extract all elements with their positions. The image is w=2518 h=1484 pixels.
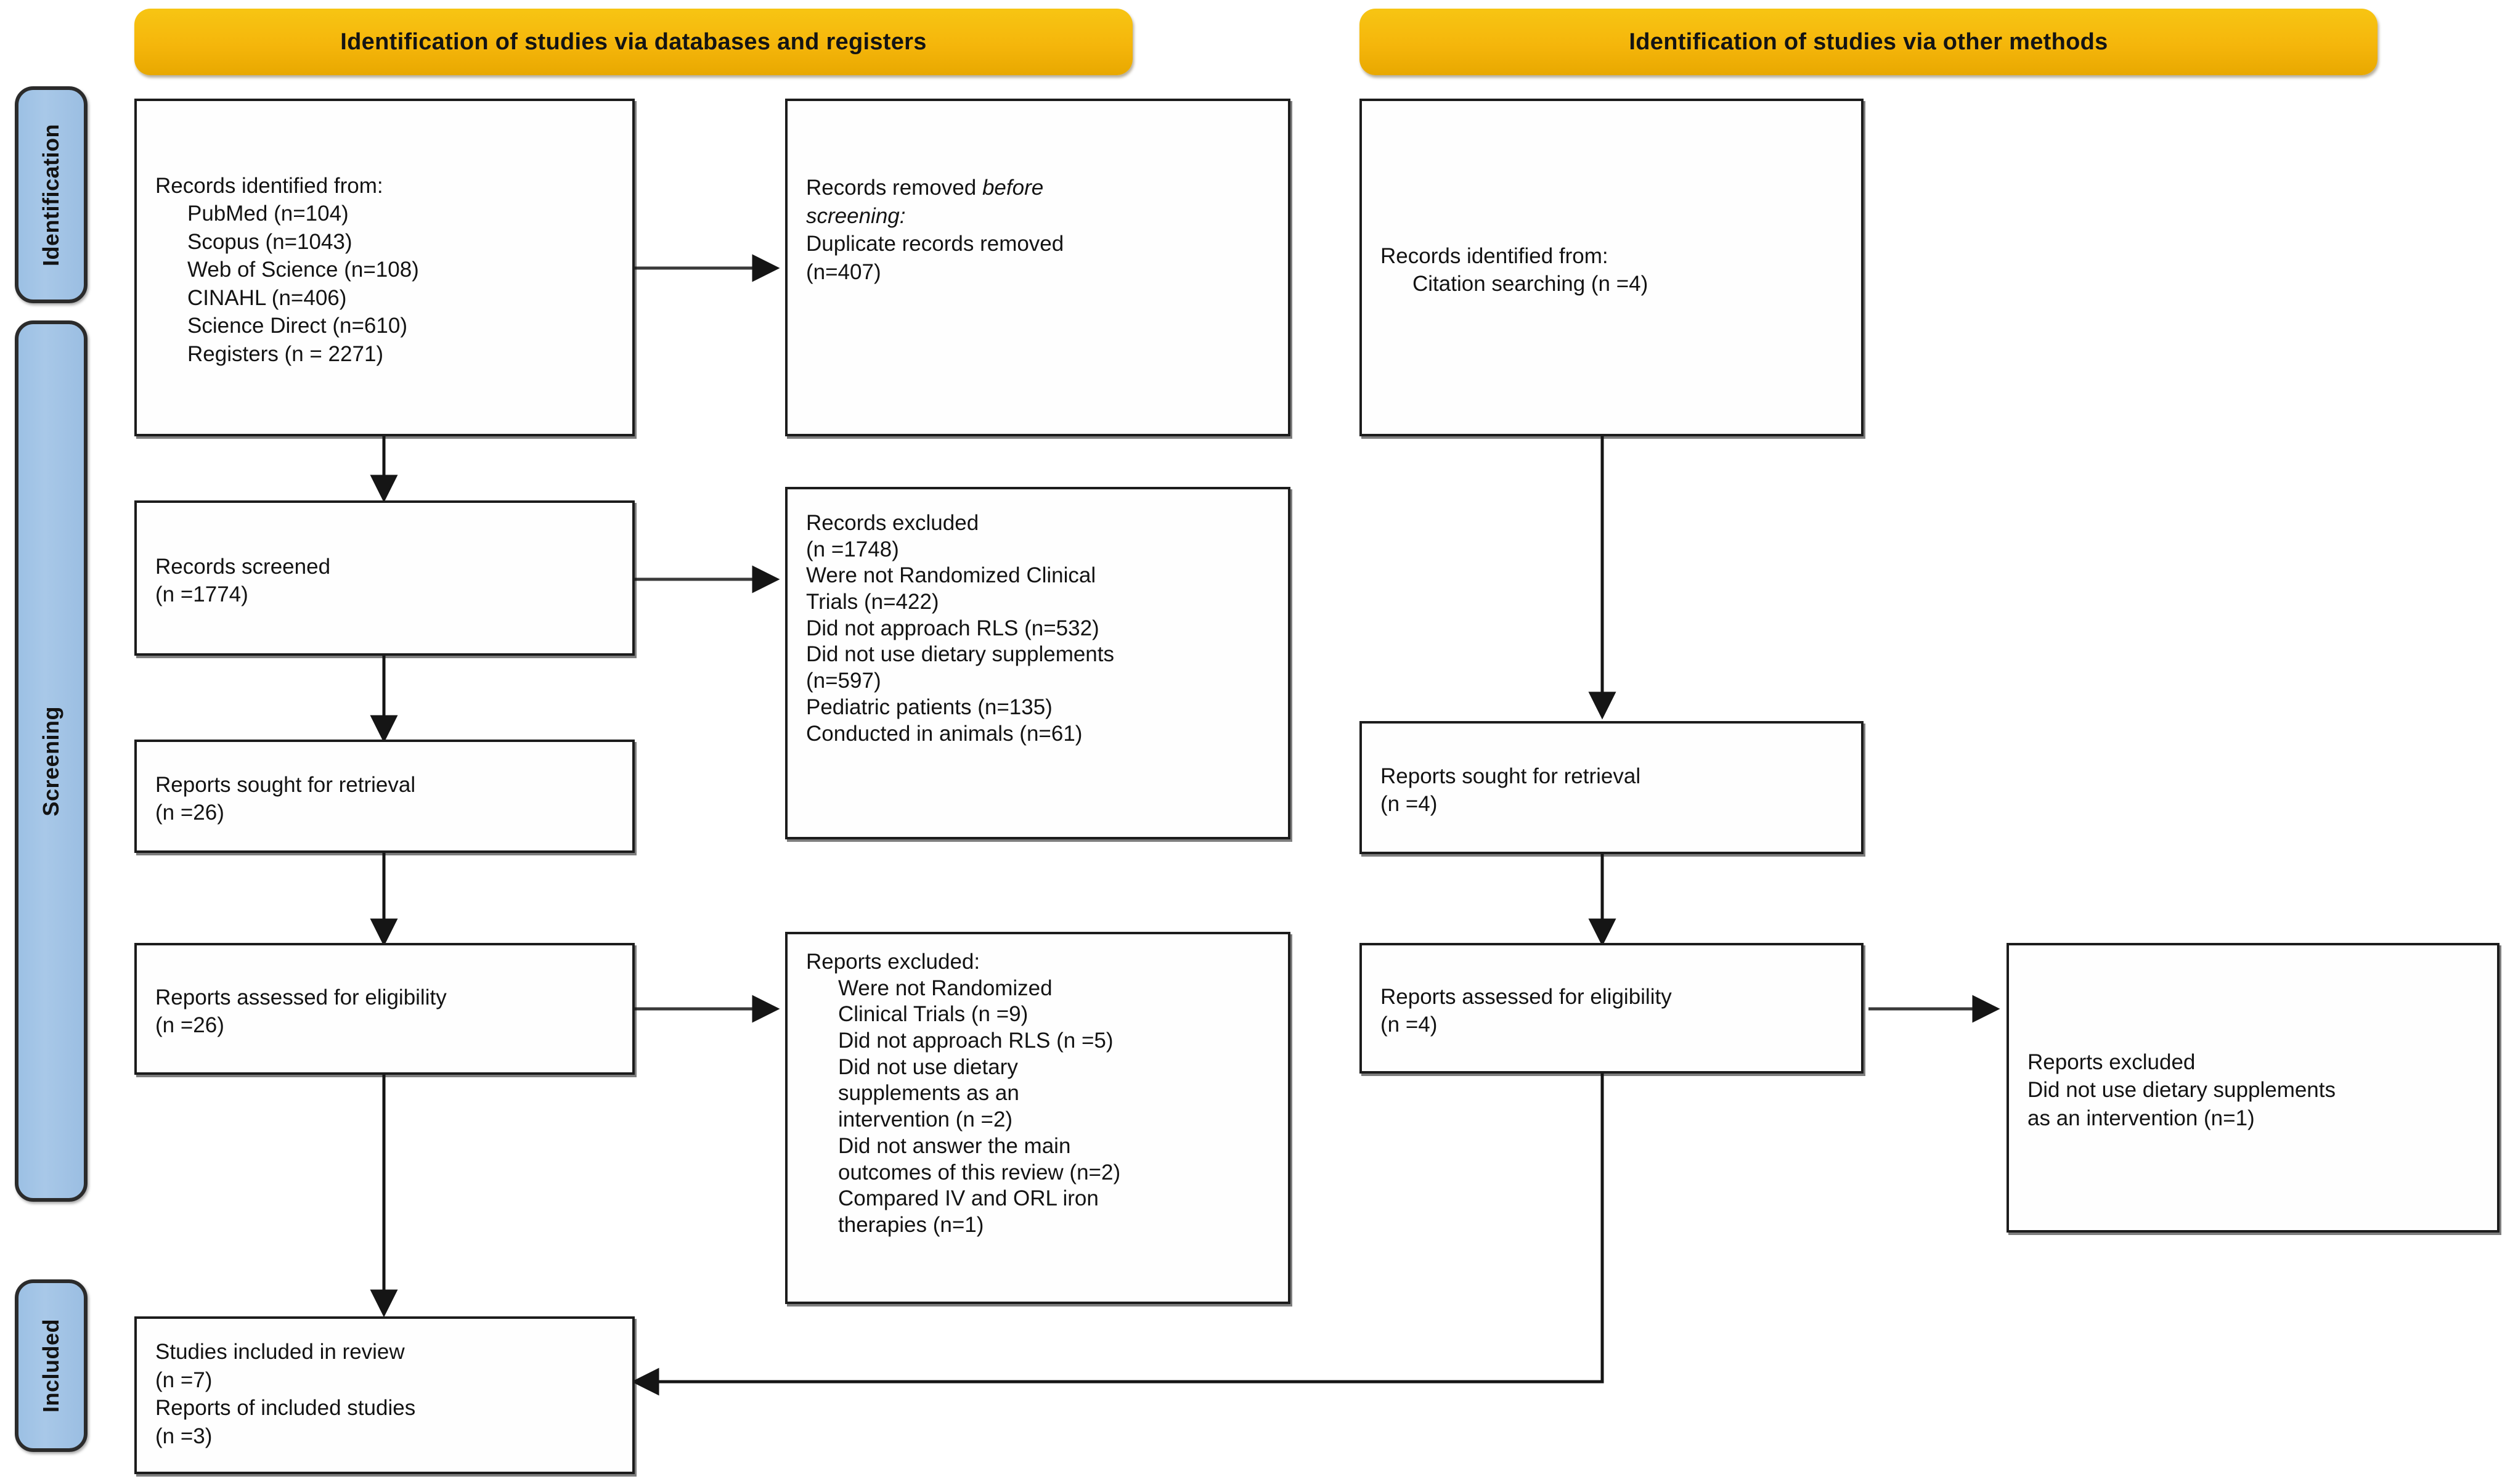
- node-line: Duplicate records removed: [806, 232, 1064, 256]
- node-line: outcomes of this review (n=2): [838, 1160, 1121, 1184]
- node-line: CINAHL (n=406): [187, 285, 347, 310]
- stage-screening-label: Screening: [38, 706, 63, 817]
- node-text: Records removed: [806, 176, 982, 200]
- node-line: (n =1748): [806, 537, 899, 561]
- node-line: PubMed (n=104): [187, 202, 349, 226]
- node-line: Did not approach RLS (n=532): [806, 616, 1099, 640]
- node-line: Records identified from:: [1380, 243, 1608, 268]
- node-line: Did not use dietary: [838, 1054, 1018, 1079]
- node-line: Did not use dietary supplements: [2027, 1078, 2336, 1103]
- node-line: (n =4): [1380, 792, 1438, 816]
- node-line: (n =4): [1380, 1013, 1438, 1037]
- node-line: Reports excluded: [2027, 1050, 2196, 1074]
- node-line: Citation searching (n =4): [1412, 272, 1648, 296]
- node-line: Reports excluded:: [806, 950, 980, 974]
- node-line: as an intervention (n=1): [2027, 1106, 2255, 1130]
- node-line: Registers (n = 2271): [187, 341, 384, 366]
- node-line: (n =26): [155, 1013, 224, 1037]
- reports-assessed-for-eligibility-other: Reports assessed for eligibility (n =4): [1359, 943, 1864, 1074]
- node-line: Clinical Trials (n =9): [838, 1002, 1029, 1027]
- node-text-italic: before: [982, 176, 1044, 200]
- node-line: (n =3): [155, 1424, 213, 1448]
- header-databases-label: Identification of studies via databases …: [340, 28, 927, 55]
- node-line: Reports sought for retrieval: [1380, 764, 1641, 788]
- stage-identification-label: Identification: [38, 123, 63, 266]
- records-removed-before-screening: Records removed before screening: Duplic…: [785, 99, 1290, 436]
- node-line: Records screened: [155, 554, 331, 579]
- node-line: Reports sought for retrieval: [155, 772, 416, 797]
- node-line: Trials (n=422): [806, 590, 939, 614]
- stage-included: Included: [15, 1279, 88, 1452]
- records-identified-other-methods: Records identified from: Citation search…: [1359, 99, 1864, 436]
- header-databases: Identification of studies via databases …: [134, 9, 1133, 75]
- node-line: Studies included in review: [155, 1340, 405, 1364]
- node-line: (n =1774): [155, 582, 248, 606]
- records-screened: Records screened (n =1774): [134, 500, 635, 656]
- stage-screening: Screening: [15, 320, 88, 1202]
- node-line: supplements as an: [838, 1081, 1019, 1106]
- node-line: Records excluded: [806, 511, 979, 535]
- node-line: Were not Randomized: [838, 976, 1053, 1000]
- node-line: Records removed before: [806, 174, 1272, 202]
- node-line: Conducted in animals (n=61): [806, 721, 1083, 746]
- node-line: intervention (n =2): [838, 1107, 1013, 1132]
- stage-included-label: Included: [38, 1318, 63, 1413]
- node-line: Reports assessed for eligibility: [155, 985, 447, 1009]
- node-line: therapies (n=1): [838, 1212, 984, 1237]
- records-excluded: Records excluded (n =1748) Were not Rand…: [785, 487, 1290, 839]
- reports-sought-for-retrieval-databases: Reports sought for retrieval (n =26): [134, 740, 635, 853]
- node-line: Did not use dietary supplements: [806, 642, 1114, 667]
- node-line: Did not answer the main: [838, 1133, 1071, 1158]
- records-identified-from: Records identified from: PubMed (n=104) …: [134, 99, 635, 436]
- node-line: Scopus (n=1043): [187, 229, 352, 254]
- node-line: Web of Science (n=108): [187, 258, 419, 282]
- studies-included-in-review: Studies included in review (n =7) Report…: [134, 1316, 635, 1474]
- node-line: (n=597): [806, 669, 881, 693]
- reports-assessed-for-eligibility-databases: Reports assessed for eligibility (n =26): [134, 943, 635, 1075]
- header-other-label: Identification of studies via other meth…: [1629, 28, 2108, 55]
- node-line: Records identified from:: [155, 173, 383, 198]
- node-line: (n =7): [155, 1368, 213, 1392]
- node-line: (n=407): [806, 259, 881, 284]
- reports-excluded-databases: Reports excluded: Were not Randomized Cl…: [785, 932, 1290, 1304]
- node-line: Pediatric patients (n=135): [806, 695, 1053, 719]
- node-line: (n =26): [155, 801, 224, 825]
- node-line: Reports assessed for eligibility: [1380, 984, 1672, 1009]
- node-line: screening:: [806, 203, 906, 228]
- node-line: Compared IV and ORL iron: [838, 1186, 1099, 1211]
- node-line: Were not Randomized Clinical: [806, 563, 1096, 588]
- reports-excluded-other: Reports excluded Did not use dietary sup…: [2007, 943, 2500, 1233]
- node-line: Science Direct (n=610): [187, 314, 407, 338]
- reports-sought-for-retrieval-other: Reports sought for retrieval (n =4): [1359, 721, 1864, 854]
- stage-identification: Identification: [15, 86, 88, 303]
- node-line: Did not approach RLS (n =5): [838, 1029, 1114, 1053]
- header-other: Identification of studies via other meth…: [1359, 9, 2377, 75]
- node-line: Reports of included studies: [155, 1396, 416, 1420]
